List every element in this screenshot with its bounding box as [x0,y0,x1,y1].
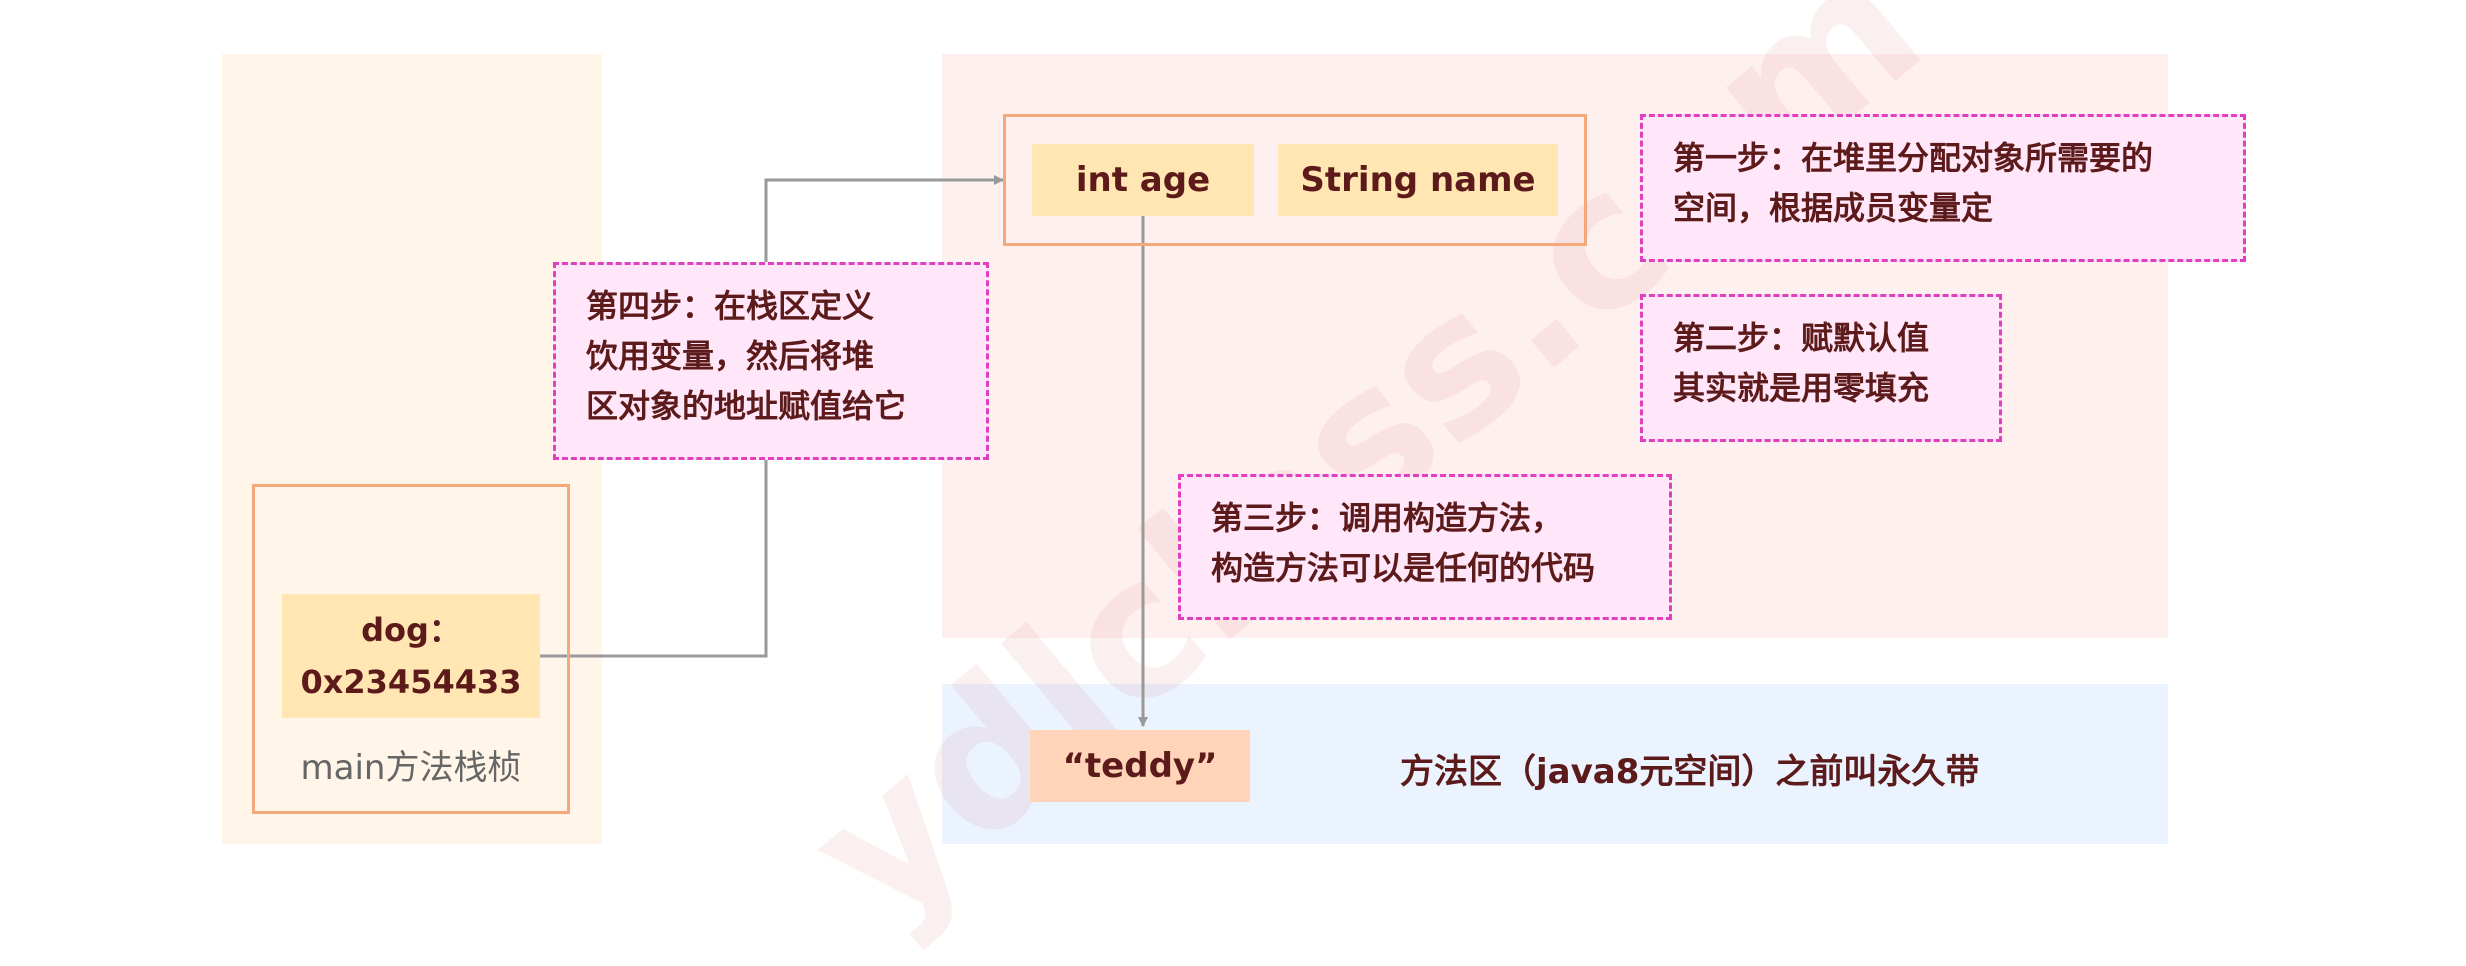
string-constant-teddy: “teddy” [1030,730,1250,802]
dog-var-address: 0x23454433 [300,663,522,701]
method-area-label: 方法区（java8元空间）之前叫永久带 [1400,752,1980,792]
note-step-3: 第三步：调用构造方法， 构造方法可以是任何的代码 [1178,474,1672,620]
main-stack-frame [252,484,570,814]
dog-var-name: dog： [361,611,461,649]
field-int-age: int age [1032,144,1254,216]
main-frame-label: main方法栈桢 [300,748,522,788]
note-step-1: 第一步：在堆里分配对象所需要的 空间，根据成员变量定 [1640,114,2246,262]
heap-object [1003,114,1587,246]
field-string-name: String name [1278,144,1558,216]
note-step-2: 第二步：赋默认值 其实就是用零填充 [1640,294,2002,442]
dog-reference-variable: dog： 0x23454433 [282,594,540,718]
note-step-4: 第四步：在栈区定义 饮用变量，然后将堆 区对象的地址赋值给它 [553,262,989,460]
